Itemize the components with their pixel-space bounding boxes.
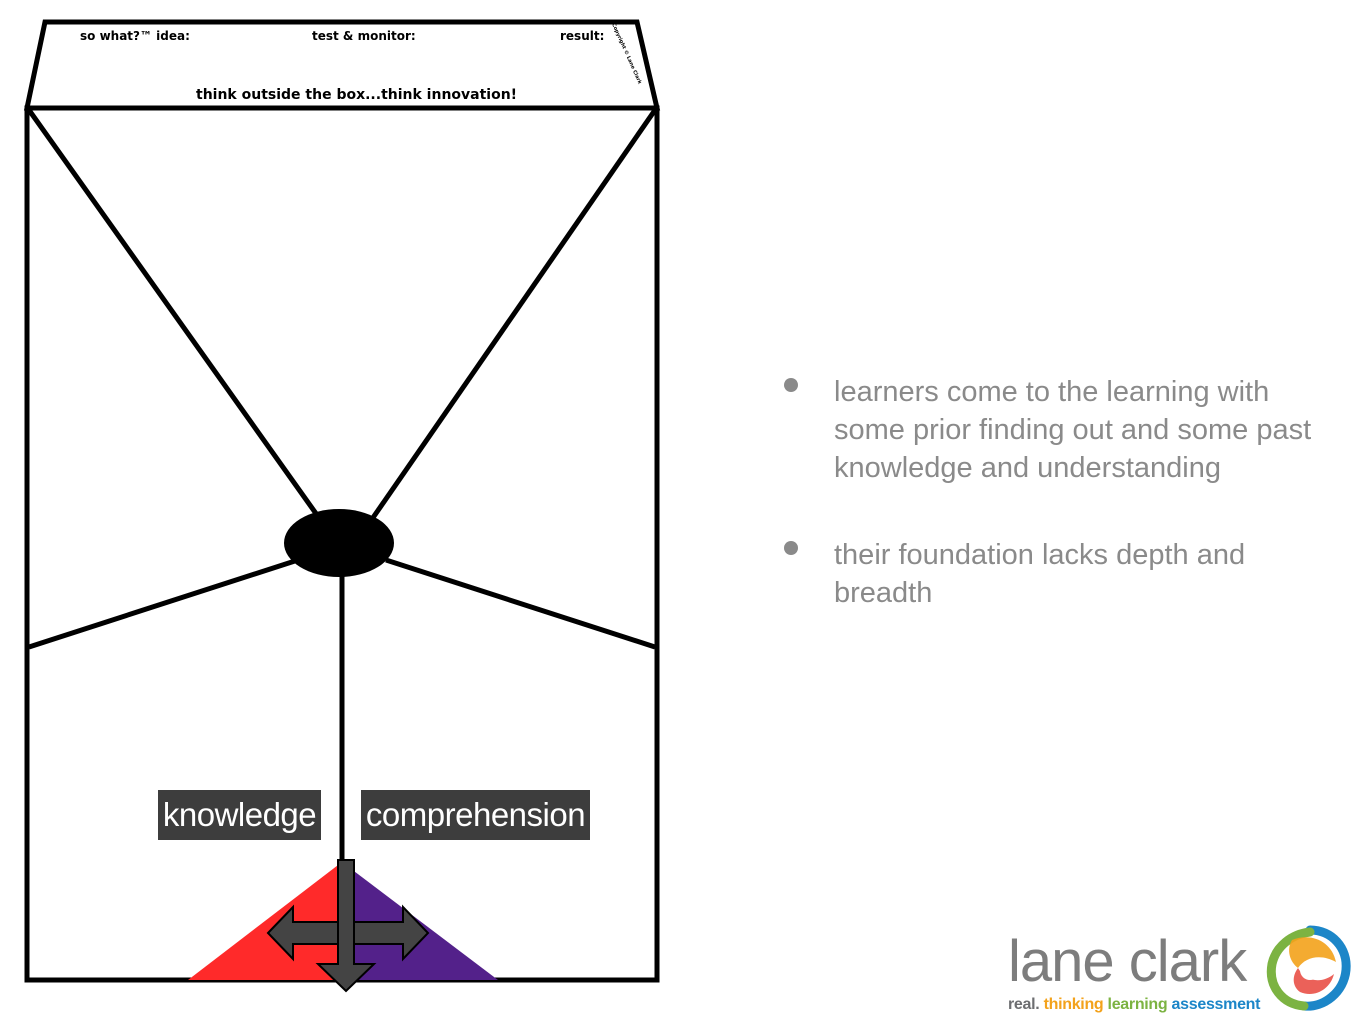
line-top-left <box>26 108 325 524</box>
logo-tagline: real. thinking learning assessment <box>1008 996 1260 1014</box>
bullet-text: learners come to the learning with some … <box>834 376 1312 484</box>
down-arrow-icon <box>315 859 377 993</box>
line-mid-left <box>28 557 299 650</box>
direction-arrows <box>266 859 430 993</box>
bullet-dot-icon <box>784 541 798 555</box>
knowledge-tag: knowledge <box>158 790 321 840</box>
thinking-box-diagram: so what?™ idea: test & monitor: result: … <box>23 19 661 993</box>
logo-wordmark: lane clark <box>1008 929 1247 994</box>
line-mid-right <box>385 557 656 650</box>
header-slogan: think outside the box...think innovation… <box>196 87 517 103</box>
center-node <box>284 509 394 577</box>
bullet-list: learners come to the learning with some … <box>784 373 1344 661</box>
bullet-item: learners come to the learning with some … <box>784 373 1344 487</box>
bullet-dot-icon <box>784 378 798 392</box>
header-test-label: test & monitor: <box>312 29 416 43</box>
lane-clark-logo: lane clark real. thinking learning asses… <box>1000 920 1360 1020</box>
line-top-right <box>367 108 658 524</box>
tagline-part-learning: learning <box>1107 996 1168 1013</box>
bullet-item: their foundation lacks depth and breadth <box>784 536 1344 612</box>
comprehension-triangle <box>342 862 498 980</box>
tagline-part-assessment: assessment <box>1171 996 1261 1013</box>
header-idea-label: so what?™ idea: <box>80 29 190 43</box>
bullet-text: their foundation lacks depth and breadth <box>834 539 1246 609</box>
header-result-label: result: <box>560 29 604 43</box>
tagline-part-real: real. <box>1008 996 1040 1013</box>
logo-swirl-icon <box>1266 925 1351 1011</box>
comprehension-tag: comprehension <box>361 790 590 840</box>
knowledge-triangle <box>188 862 342 980</box>
tagline-part-thinking: thinking <box>1043 996 1104 1013</box>
